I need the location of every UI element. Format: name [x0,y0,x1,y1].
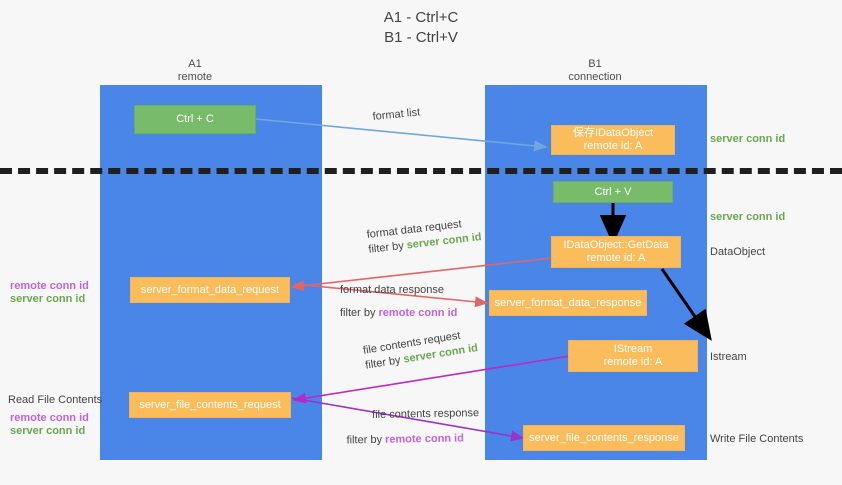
filter-prefix: filter by [340,307,379,319]
node-server-format-data-request-label: server_format_data_request [140,283,280,296]
node-save-idataobject-line1: 保存IDataObject [572,127,654,139]
left-label-server-conn-id-1: server conn id [10,293,86,305]
node-ctrl-v[interactable]: Ctrl + V [553,181,673,203]
edge-label-format-list: format list [372,105,421,125]
left-label-read-file-contents: Read File Contents [8,394,103,406]
filter-prefix: filter by [346,433,386,447]
left-label-remote-conn-id-2: remote conn id [10,412,89,424]
edge-label-format-data-request: format data request filter by server con… [366,215,482,258]
right-label-dataobject: DataObject [710,246,766,258]
lane-header-b1: B1 connection [568,58,622,83]
node-ctrl-c-label: Ctrl + C [176,113,214,125]
node-save-idataobject[interactable]: 保存IDataObject remote id: A [551,125,675,155]
edge-label-format-data-response-filter: filter by remote conn id [340,306,457,321]
node-server-format-data-request[interactable]: server_format_data_request [130,277,290,303]
node-server-format-data-response[interactable]: server_format_data_response [489,290,647,316]
node-istream-line2: remote id: A [603,356,663,368]
right-label-write-file-contents: Write File Contents [710,433,804,445]
page-title: A1 - Ctrl+C B1 - Ctrl+V [383,9,459,46]
node-istream[interactable]: IStream remote id: A [568,340,698,372]
filter-value-remote-conn-id: remote conn id [378,307,458,319]
node-ctrl-c[interactable]: Ctrl + C [134,105,256,134]
node-idataobject-getdata-line1: IDataObject::GetData [563,239,669,251]
edge-label-format-data-response-title: format data response [340,284,444,296]
node-server-file-contents-response[interactable]: server_file_contents_response [523,425,685,451]
edge-label-file-contents-response-title: file contents response [372,407,480,421]
filter-value-remote-conn-id: remote conn id [384,432,465,446]
left-label-remote-conn-id-1: remote conn id [10,280,89,292]
filter-prefix: filter by [367,239,408,256]
node-idataobject-getdata-line2: remote id: A [586,252,646,264]
node-server-file-contents-response-label: server_file_contents_response [529,431,679,444]
node-server-file-contents-request[interactable]: server_file_contents_request [129,392,291,418]
left-label-server-conn-id-2: server conn id [10,425,86,437]
edge-label-file-contents-response: file contents response filter by remote … [346,406,480,448]
node-istream-line1: IStream [613,343,653,355]
node-ctrl-v-label: Ctrl + V [594,185,632,198]
edge-label-file-contents-request: file contents request filter by server c… [362,326,479,373]
phase-divider [0,168,842,174]
right-label-server-conn-id-top: server conn id [710,133,786,145]
edge-label-file-contents-response-filter: filter by remote conn id [346,431,479,448]
edge-label-format-data-response: format data response filter by remote co… [340,283,457,321]
node-idataobject-getdata[interactable]: IDataObject::GetData remote id: A [551,236,681,268]
edge-label-format-list-text: format list [372,106,421,123]
right-label-server-conn-id-mid: server conn id [710,211,786,223]
node-server-file-contents-request-label: server_file_contents_request [139,398,281,411]
right-label-istream: Istream [710,351,747,363]
node-server-format-data-response-label: server_format_data_response [494,296,642,309]
lane-header-a1: A1 remote [177,58,213,83]
node-save-idataobject-line2: remote id: A [583,140,643,152]
